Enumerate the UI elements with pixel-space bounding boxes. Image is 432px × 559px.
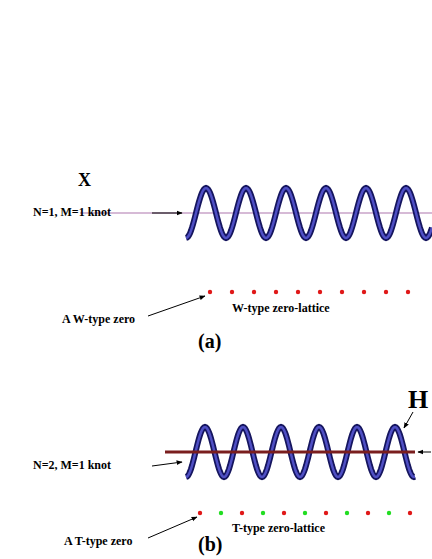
knot-label: N=1, M=1 knot: [33, 206, 111, 219]
zero-dot: [384, 290, 388, 294]
zero-dot: [252, 290, 256, 294]
knot-axis: [165, 451, 415, 454]
zero-dot: [274, 290, 278, 294]
zero-dot: [324, 511, 328, 515]
zero-dot: [261, 511, 265, 515]
lattice-label: T-type zero-lattice: [232, 522, 325, 535]
zero-label: A T-type zero: [64, 535, 132, 548]
zero-dot: [240, 511, 244, 515]
leader-arrow: [148, 517, 197, 538]
leader-arrow: [148, 296, 205, 316]
panel-label: (b): [198, 533, 222, 555]
zero-dot: [208, 290, 212, 294]
axis-label: X: [78, 171, 91, 191]
zero-dot: [296, 290, 300, 294]
zero-dot: [219, 511, 223, 515]
zero-dot: [318, 290, 322, 294]
zero-dot: [387, 511, 391, 515]
zero-dot: [303, 511, 307, 515]
leader-arrow: [152, 462, 182, 466]
zero-dot: [230, 290, 234, 294]
field-label: H: [408, 386, 428, 415]
leader-arrow: [404, 412, 413, 428]
helix-knot: [186, 188, 432, 238]
lattice-label: W-type zero-lattice: [232, 302, 330, 315]
zero-dot: [362, 290, 366, 294]
zero-label: A W-type zero: [62, 313, 135, 326]
panel-label: (a): [198, 330, 221, 352]
zero-dot: [408, 511, 412, 515]
zero-dot: [366, 511, 370, 515]
zero-dot: [198, 511, 202, 515]
zero-dot: [345, 511, 349, 515]
knot-label: N=2, M=1 knot: [33, 459, 111, 472]
leader-arrow: [418, 452, 431, 453]
helix-highlight: [186, 188, 432, 238]
zero-dot: [340, 290, 344, 294]
leader-arrow: [152, 213, 182, 214]
zero-dot: [282, 511, 286, 515]
zero-dot: [406, 290, 410, 294]
